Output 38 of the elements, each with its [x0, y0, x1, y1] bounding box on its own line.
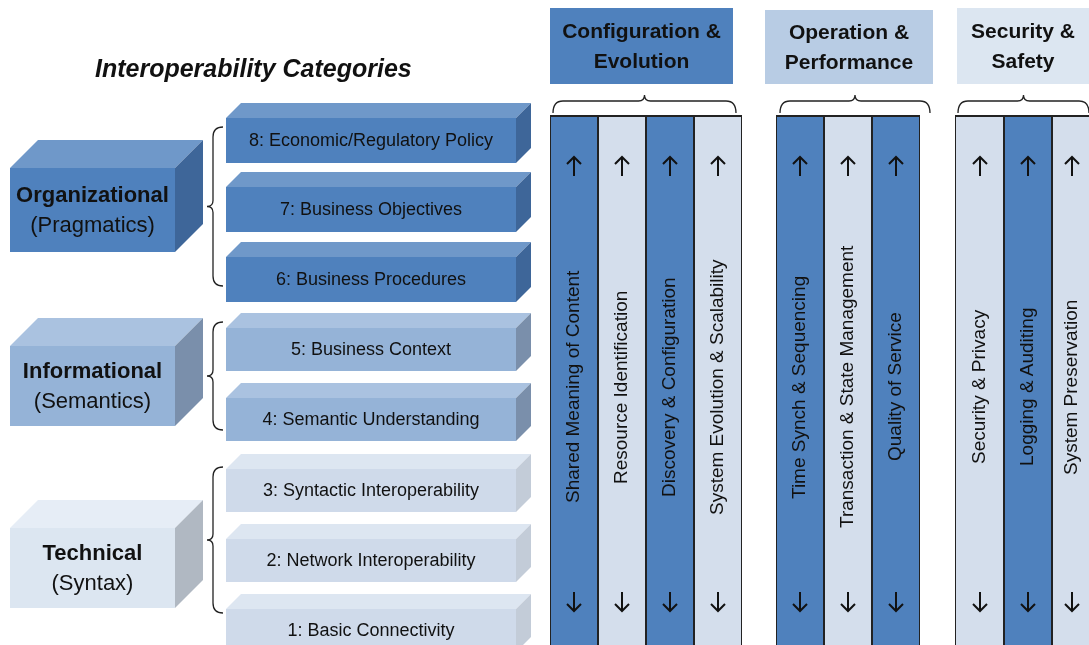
category-subtitle: (Semantics)	[32, 388, 153, 414]
column-label: Transaction & State Management	[836, 244, 858, 531]
category-name: Organizational	[15, 182, 170, 208]
layer-label: 5: Business Context	[289, 338, 453, 360]
diagram-title: Interoperability Categories	[95, 54, 412, 83]
column-label: Logging & Auditing	[1016, 306, 1038, 469]
category-name: Informational	[21, 358, 164, 384]
column-bar	[550, 115, 598, 645]
column-bar	[694, 115, 742, 645]
layer-label: 8: Economic/Regulatory Policy	[247, 129, 495, 151]
column-bar	[646, 115, 694, 645]
column-label: Shared Meaning of Content	[562, 269, 584, 506]
column-bar	[955, 115, 1004, 645]
group-header: Operation & Performance	[765, 10, 933, 84]
column-label: System Evolution & Scalability	[706, 258, 728, 517]
column-label: System Preservation	[1060, 298, 1082, 477]
column-bar	[872, 115, 920, 645]
column-bar	[776, 115, 824, 645]
layer-label: 2: Network Interoperability	[265, 549, 477, 571]
layer-label: 6: Business Procedures	[274, 268, 468, 290]
layer-label: 4: Semantic Understanding	[261, 408, 481, 430]
group-header: Security & Safety	[957, 8, 1089, 84]
layer-label: 7: Business Objectives	[278, 198, 464, 220]
column-label: Quality of Service	[884, 311, 906, 464]
column-label: Security & Privacy	[967, 308, 990, 467]
category-subtitle: (Pragmatics)	[29, 212, 156, 238]
column-bar	[1052, 115, 1089, 645]
layer-label: 1: Basic Connectivity	[286, 619, 456, 641]
column-bar	[824, 115, 872, 645]
column-bar	[1004, 115, 1052, 645]
layer-label: 3: Syntactic Interoperability	[261, 479, 481, 501]
group-header: Configuration & Evolution	[550, 8, 733, 84]
column-bar	[598, 115, 646, 645]
column-label: Time Synch & Sequencing	[788, 274, 810, 501]
category-subtitle: (Syntax)	[50, 570, 135, 596]
column-label: Resource Identification	[610, 289, 632, 486]
column-label: Discovery & Configuration	[658, 276, 680, 499]
category-name: Technical	[41, 540, 144, 566]
